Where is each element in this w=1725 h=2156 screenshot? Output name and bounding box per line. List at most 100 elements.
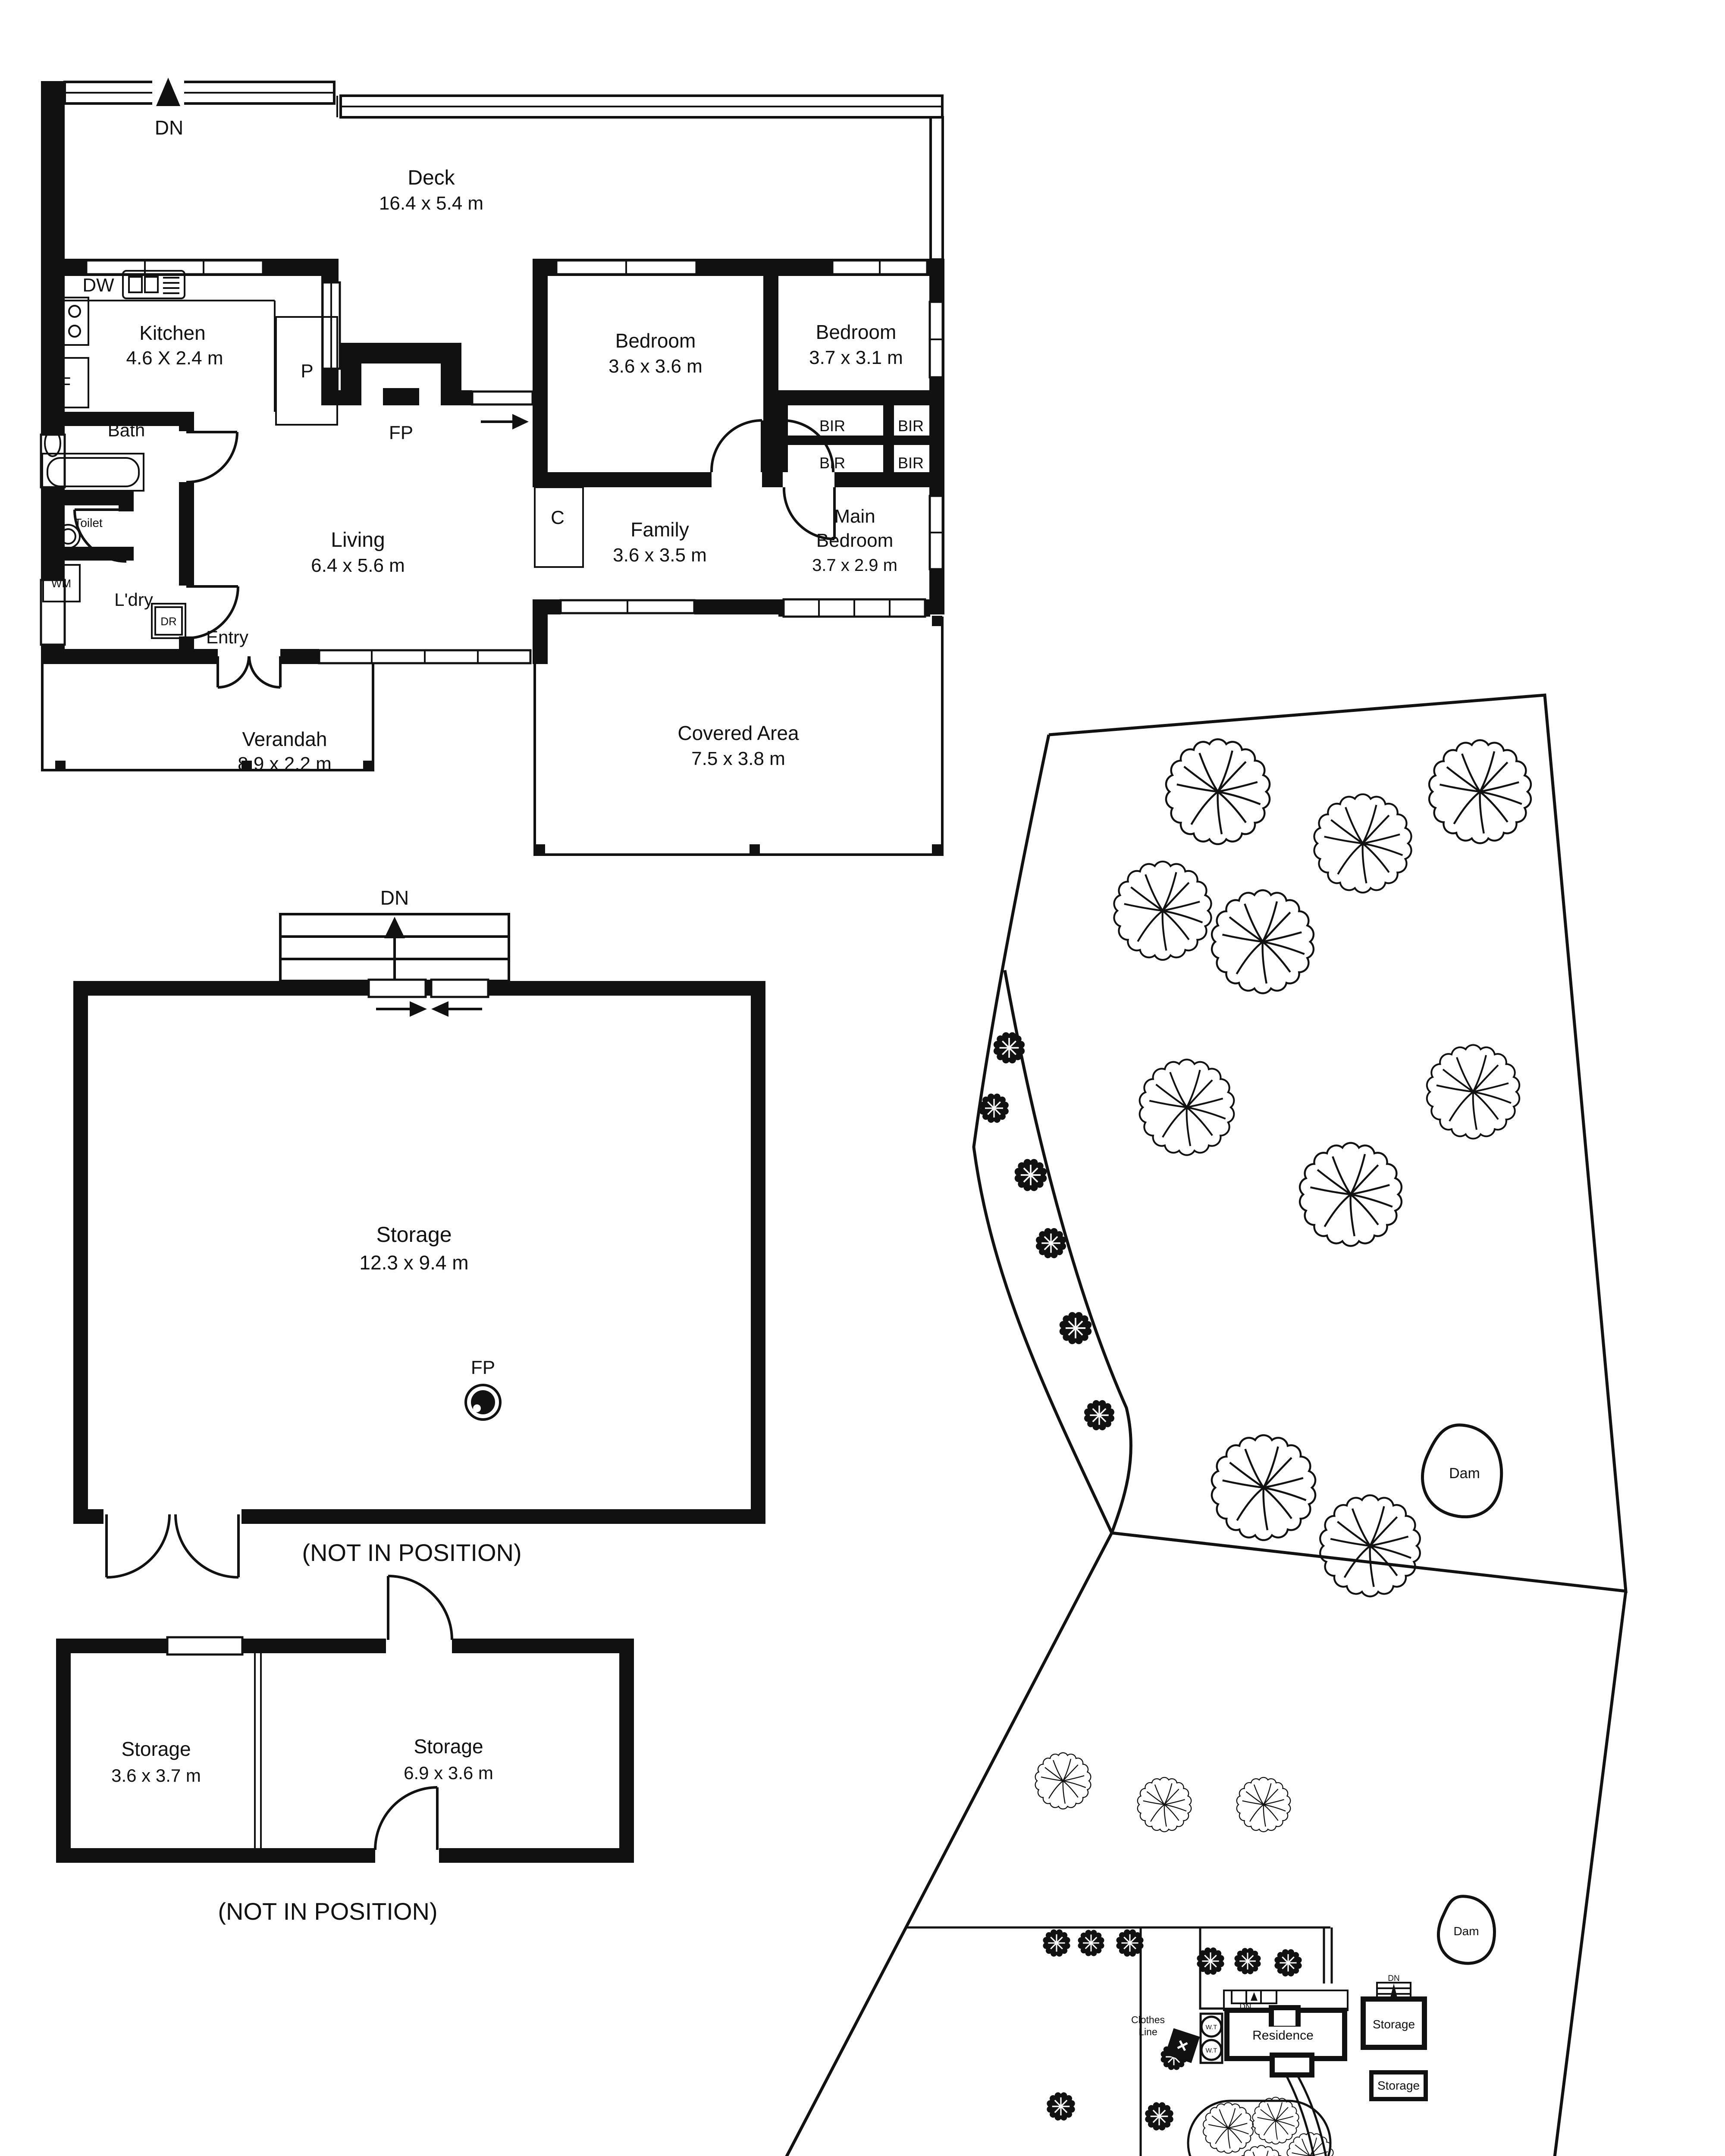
kitchen-label: Kitchen (139, 322, 205, 344)
residence-mini-stairs (1231, 1990, 1277, 2004)
dr-label: DR (160, 615, 177, 628)
main-bedroom-label-1: Main (834, 506, 875, 527)
house-windows (40, 259, 944, 664)
deck-label: Deck (408, 166, 455, 189)
storage2-left-dims: 3.6 x 3.7 m (111, 1765, 201, 1786)
verandah-dims: 8.9 x 2.2 m (238, 753, 332, 774)
site-barn: DN Storage (1361, 1974, 1427, 2050)
wm-label: WM (51, 577, 71, 590)
dam-lower-label: Dam (1453, 1924, 1479, 1938)
clothes-line-label-1: Clothes (1131, 2014, 1165, 2025)
storage-double-doors (105, 1514, 240, 1579)
main-bedroom-label-2: Bedroom (816, 530, 894, 551)
potbelly-stove-icon (464, 1384, 502, 1421)
dam-upper-shape (1421, 1423, 1503, 1519)
house-floorplan: DN Deck 16.4 x 5.4 m (40, 78, 944, 856)
storage-label: Storage (376, 1222, 452, 1247)
deck-dims: 16.4 x 5.4 m (379, 193, 483, 214)
covered-label: Covered Area (677, 722, 799, 744)
fridge-icon (41, 357, 89, 408)
driveway-east-edge (1296, 2074, 1327, 2156)
storage2-note: (NOT IN POSITION) (218, 1898, 437, 1925)
bedroom2-dims: 3.7 x 3.1 m (809, 347, 903, 368)
storage-stairs (279, 913, 510, 982)
fp-label: FP (389, 422, 413, 443)
c-label: C (551, 507, 565, 528)
verandah (41, 664, 374, 771)
dam-lower-shape (1436, 1895, 1496, 1965)
storage-fp-label: FP (471, 1357, 495, 1378)
toilet-icon (41, 524, 81, 549)
storage-dn-label: DN (380, 887, 409, 909)
site-storage-box: Storage (1369, 2070, 1428, 2101)
storage2-right-label: Storage (414, 1735, 483, 1758)
bathtub-icon (41, 453, 144, 492)
site-trees-outline (1035, 739, 1531, 2156)
wt-label-2: W.T (1206, 2047, 1217, 2054)
lower-parcel-boundary (785, 1532, 1628, 2156)
storage2-right-dims: 6.9 x 3.6 m (404, 1763, 493, 1783)
wt-label-1: W.T (1206, 2024, 1217, 2031)
entry-label: Entry (206, 627, 248, 647)
storage-building-large: DN Storage 12.3 x 9.4 m FP (NOT IN POSIT… (73, 887, 765, 1579)
road-outer-line (972, 734, 1113, 1534)
deck-rail (63, 79, 944, 261)
dam-upper-label: Dam (1449, 1465, 1480, 1482)
living-label: Living (331, 529, 385, 552)
bath-icons (41, 429, 186, 639)
dr-icon (151, 603, 186, 639)
deck-dn-arrow-icon (156, 78, 180, 106)
driveway-west-edge (1285, 2074, 1315, 2156)
family-dims: 3.6 x 3.5 m (613, 545, 707, 566)
clothes-line-icon (1165, 2028, 1200, 2063)
bedroom2-label: Bedroom (816, 321, 897, 343)
ldry-label: L'dry (114, 589, 153, 610)
clothes-line-label-2: Line (1138, 2026, 1157, 2037)
family-label: Family (630, 518, 689, 541)
storage-building-two: Storage 3.6 x 3.7 m Storage 6.9 x 3.6 m … (56, 1575, 634, 1925)
kitchen-icons (41, 270, 338, 426)
slide-arrow-icon (481, 414, 529, 429)
p-label: P (301, 360, 313, 382)
fireplace-icon (341, 343, 461, 405)
storage2-left-label: Storage (121, 1738, 191, 1760)
bir-label-1: BIR (819, 417, 845, 435)
house-walls (41, 81, 944, 664)
bir-label-4: BIR (898, 454, 924, 472)
stove-icon (41, 297, 89, 346)
bath-label: Bath (108, 420, 145, 440)
storage-walls (73, 981, 765, 1524)
covered-area (533, 614, 944, 856)
water-tanks: W.T W.T (1199, 2012, 1223, 2064)
covered-dims: 7.5 x 3.8 m (691, 748, 785, 769)
barn-label: Storage (1373, 2018, 1415, 2031)
cupboard-box (534, 486, 584, 568)
storage-box-label: Storage (1377, 2079, 1420, 2092)
dishwasher-icon (122, 270, 185, 299)
garden-bed-outline (1187, 2100, 1332, 2156)
residence-label: Residence (1252, 2028, 1314, 2043)
residence-mini: DN Residence (1223, 1990, 1349, 2078)
wm-icon (42, 564, 81, 602)
storage-note: (NOT IN POSITION) (302, 1539, 521, 1566)
house-doors (73, 419, 836, 689)
verandah-label: Verandah (242, 728, 327, 750)
bedroom1-dims: 3.6 x 3.6 m (608, 356, 703, 377)
f-label: F (60, 373, 71, 395)
barn-dn-label: DN (1388, 1974, 1399, 1983)
storage-dims: 12.3 x 9.4 m (359, 1251, 468, 1274)
storage2-doors (374, 1575, 453, 1850)
dw-label: DW (82, 275, 114, 296)
living-dims: 6.4 x 5.6 m (311, 555, 405, 576)
upper-parcel-boundary (1048, 693, 1628, 1593)
bir-label-3: BIR (819, 454, 845, 472)
kitchen-dims: 4.6 X 2.4 m (126, 348, 223, 369)
bedroom1-label: Bedroom (615, 329, 696, 352)
bir-label-2: BIR (898, 417, 924, 435)
storage2-walls (56, 1636, 634, 1863)
main-bedroom-dims: 3.7 x 2.9 m (812, 556, 897, 575)
site-plan: Dam Dam (785, 693, 1628, 2156)
storage-sliding-door (367, 978, 489, 1017)
road-inner-line (1003, 970, 1132, 1534)
